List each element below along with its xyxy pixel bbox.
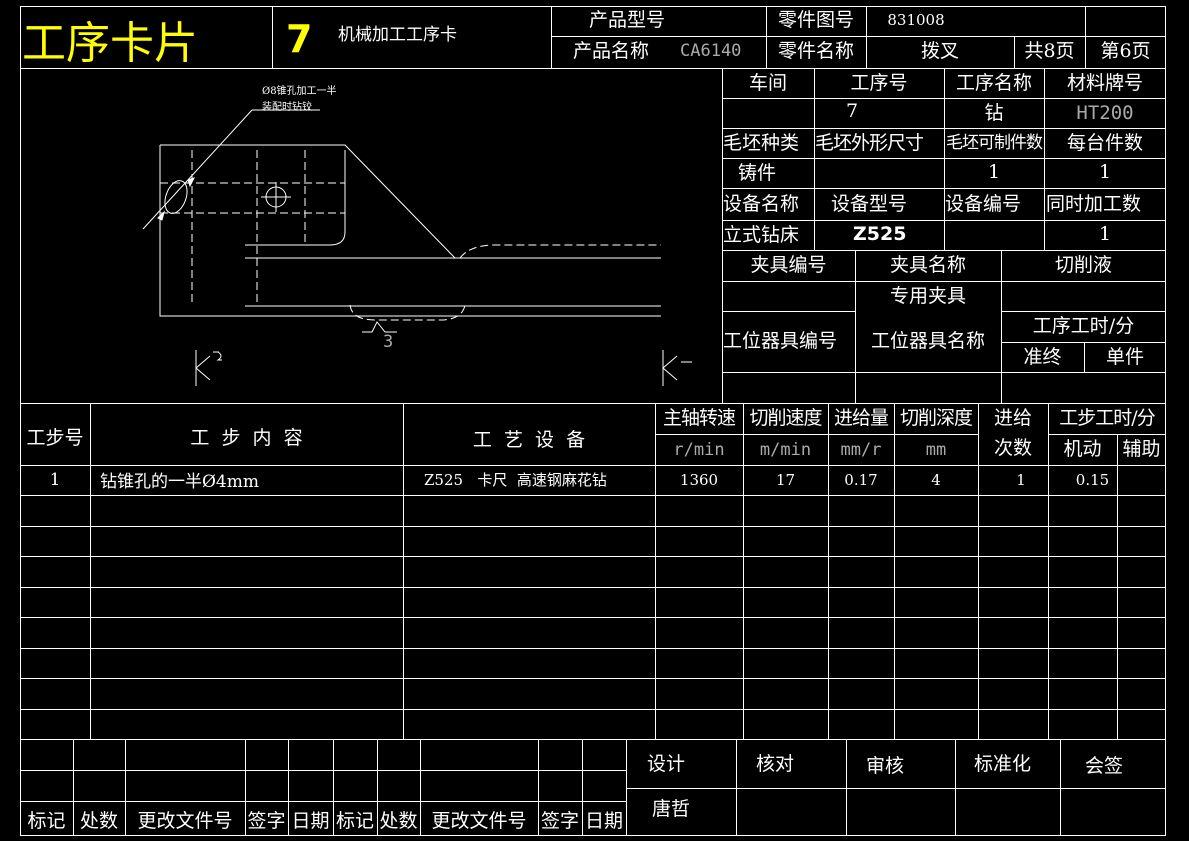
- part-drawing-label: 零件图号: [777, 9, 854, 31]
- depth-unit: mm: [925, 440, 947, 460]
- part-drawing-value: 831008: [887, 11, 945, 29]
- per-unit-value: 1: [1098, 161, 1112, 183]
- drawing-note-line1: Ø8锥孔加工一半: [262, 86, 337, 97]
- footer-countersign-label: 会签: [1085, 755, 1124, 777]
- row-step-no: 1: [49, 470, 61, 490]
- aux-time-header: 辅助: [1122, 438, 1161, 460]
- footer-review-label: 审核: [866, 755, 905, 777]
- cutting-speed-unit: m/min: [759, 440, 812, 460]
- op-number-large: 7: [286, 17, 313, 61]
- footer-mark-1: 标记: [27, 810, 66, 832]
- row-passes: 1: [1016, 471, 1026, 489]
- footer-sign-2: 签字: [540, 810, 579, 832]
- footer-design-label: 设计: [647, 753, 686, 775]
- row-depth: 4: [931, 471, 941, 489]
- footer-mark-2: 标记: [335, 810, 374, 832]
- equip-model-value: Z525: [853, 223, 907, 245]
- op-name-value: 钻: [984, 102, 1004, 124]
- workshop-label: 车间: [748, 72, 787, 94]
- row-feed: 0.17: [844, 471, 878, 489]
- per-unit-label: 每台件数: [1066, 132, 1143, 154]
- prep-label: 准终: [1023, 346, 1062, 368]
- row-equipment: Z525 卡尺 高速钢麻花钻: [424, 471, 607, 489]
- footer-change-doc-2: 更改文件号: [431, 810, 527, 832]
- row-cutting-speed: 17: [775, 471, 796, 489]
- op-no-label: 工序号: [850, 72, 908, 94]
- step-no-header: 工步号: [26, 427, 84, 449]
- op-time-label: 工序工时/分: [1032, 315, 1135, 337]
- material-value: HT200: [1076, 102, 1134, 124]
- roughness-value: 3: [383, 332, 394, 352]
- footer-check-label: 核对: [756, 753, 795, 775]
- spindle-speed-header: 主轴转速: [662, 407, 736, 429]
- unit-label: 单件: [1105, 346, 1144, 368]
- footer-change-doc-1: 更改文件号: [137, 810, 233, 832]
- cutting-speed-header: 切削速度: [749, 407, 822, 429]
- coolant-label: 切削液: [1054, 254, 1112, 276]
- blank-qty-label: 毛坯可制件数: [946, 133, 1043, 153]
- simul-label: 同时加工数: [1046, 193, 1142, 215]
- footer-count-2: 处数: [379, 810, 418, 832]
- blank-size-label: 毛坯外形尺寸: [815, 132, 924, 154]
- fixture-name-value: 专用夹具: [889, 285, 966, 307]
- footer-count-1: 处数: [79, 810, 118, 832]
- step-content-header: 工 步 内 容: [190, 427, 303, 449]
- blank-type-label: 毛坯种类: [723, 132, 800, 154]
- footer-date-1: 日期: [291, 810, 330, 832]
- equip-name-value: 立式钻床: [723, 224, 800, 246]
- feed-unit: mm/r: [840, 440, 882, 460]
- simul-value: 1: [1098, 223, 1112, 245]
- footer-sign-1: 签字: [247, 810, 286, 832]
- op-no-value: 7: [845, 100, 859, 122]
- blank-qty-value: 1: [987, 161, 1001, 183]
- part-name-label: 零件名称: [777, 40, 854, 62]
- blank-type-value: 铸件: [737, 162, 776, 184]
- machine-time-header: 机动: [1063, 438, 1102, 460]
- step-equipment-header: 工 艺 设 备: [472, 429, 586, 451]
- drawing-note-line2: 装配时钻铰: [262, 102, 312, 113]
- feed-header: 进给量: [833, 407, 889, 429]
- product-name-value: CA6140: [680, 41, 742, 61]
- row-spindle-speed: 1360: [679, 471, 719, 489]
- part-name-value: 拨叉: [920, 40, 959, 62]
- spindle-speed-unit: r/min: [673, 440, 725, 460]
- total-pages: 共8页: [1024, 40, 1075, 62]
- product-model-label: 产品型号: [588, 9, 665, 31]
- equip-name-label: 设备名称: [723, 193, 800, 215]
- footer-designer: 唐哲: [652, 798, 691, 820]
- footer-date-2: 日期: [584, 810, 623, 832]
- passes-header-line2: 次数: [993, 437, 1032, 459]
- row-content: 钻锥孔的一半Ø4mm: [100, 472, 259, 492]
- footer-standard-label: 标准化: [974, 753, 1032, 775]
- station-tool-name-label: 工位器具名称: [870, 330, 985, 352]
- depth-header: 切削深度: [899, 407, 973, 429]
- equip-no-label: 设备编号: [945, 193, 1022, 215]
- fixture-no-label: 夹具编号: [750, 254, 827, 276]
- station-tool-no-label: 工位器具编号: [723, 330, 838, 352]
- page-number: 第6页: [1100, 40, 1151, 62]
- step-time-header: 工步工时/分: [1059, 407, 1155, 429]
- card-subtitle: 机械加工工序卡: [338, 25, 457, 45]
- fixture-name-label: 夹具名称: [889, 254, 966, 276]
- equip-model-label: 设备型号: [830, 193, 907, 215]
- op-name-label: 工序名称: [955, 72, 1032, 94]
- card-title: 工序卡片: [22, 18, 198, 69]
- passes-header-line1: 进给: [993, 407, 1032, 429]
- product-name-label: 产品名称: [572, 40, 649, 62]
- row-machine-time: 0.15: [1075, 471, 1110, 489]
- material-label: 材料牌号: [1066, 72, 1143, 94]
